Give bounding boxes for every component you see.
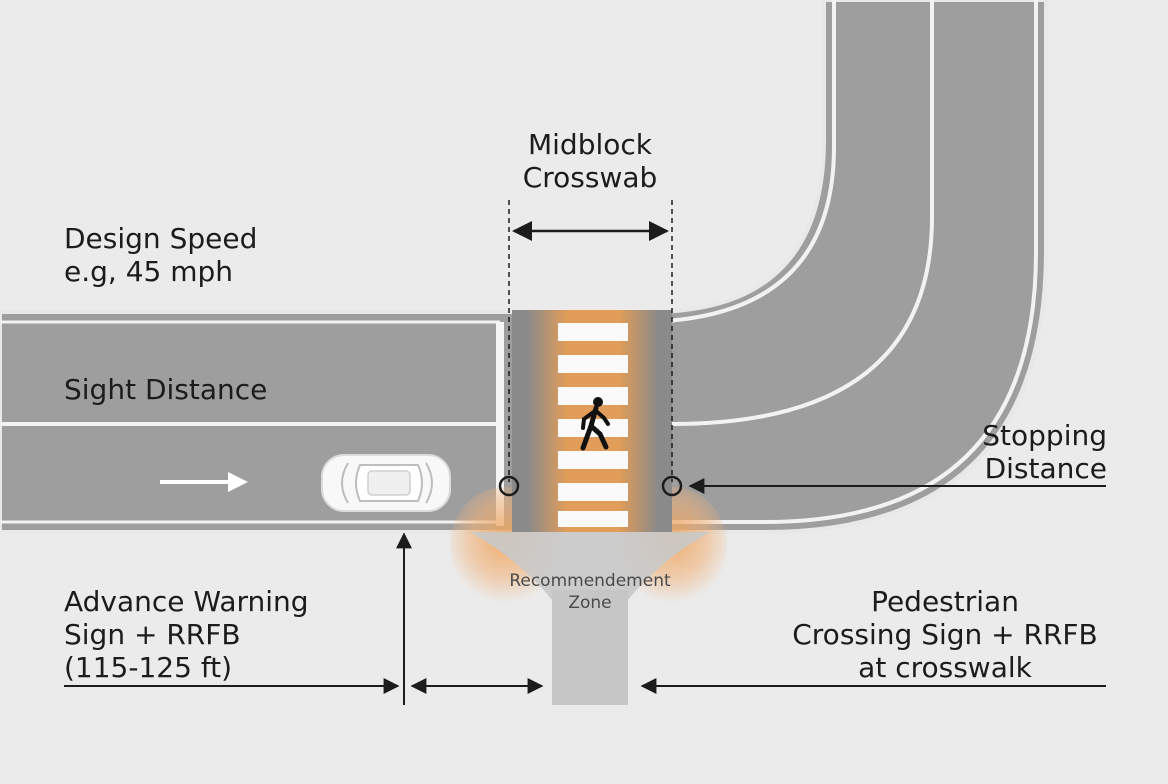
advance-warning-line-1: Advance Warning (64, 585, 309, 618)
arrow-right-icon (160, 472, 248, 492)
design-speed-line-1: Design Speed (64, 222, 258, 255)
midblock-crosswalk-line-2: Crosswab (522, 161, 658, 194)
sight-distance-label: Sight Distance (64, 373, 268, 406)
pedestrian-walking-icon (580, 397, 610, 451)
road (0, 0, 1048, 534)
advance-warning-label: Advance Warning Sign + RRFB (115-125 ft) (64, 585, 309, 684)
lane-line-curve (671, 0, 934, 426)
design-speed-label: Design Speed e.g, 45 mph (64, 222, 257, 288)
advance-warning-line-3: (115-125 ft) (64, 651, 233, 684)
crosswalk-stripes (558, 323, 628, 527)
stop-bar (496, 322, 504, 526)
recommended-zone-line-1: Recommendement (509, 571, 671, 591)
crosswalk (512, 310, 672, 532)
recommended-zone-label: Recommendement Zone (490, 570, 690, 614)
midblock-crosswalk-label: Midblock Crosswab (490, 128, 690, 194)
design-speed-line-2: e.g, 45 mph (64, 255, 234, 288)
car-top-view-icon (321, 454, 451, 512)
pedestrian-crossing-line-2: Crossing Sign + RRFB (792, 618, 1098, 651)
sign-marker-left (498, 475, 520, 497)
midblock-crosswalk-line-1: Midblock (527, 128, 652, 161)
pedestrian-crossing-line-3: at crosswalk (858, 651, 1032, 684)
stopping-distance-line-1: Stopping (982, 419, 1107, 452)
crosswalk-width-dimension (508, 200, 673, 482)
pedestrian-crossing-line-1: Pedestrian (871, 585, 1019, 618)
stopping-distance-label: Stopping Distance (900, 419, 1107, 485)
recommended-zone-line-2: Zone (568, 593, 612, 613)
sign-marker-right (661, 475, 683, 497)
pedestrian-crossing-label: Pedestrian Crossing Sign + RRFB at cross… (770, 585, 1120, 684)
stopping-distance-line-2: Distance (984, 452, 1107, 485)
advance-warning-line-2: Sign + RRFB (64, 618, 241, 651)
